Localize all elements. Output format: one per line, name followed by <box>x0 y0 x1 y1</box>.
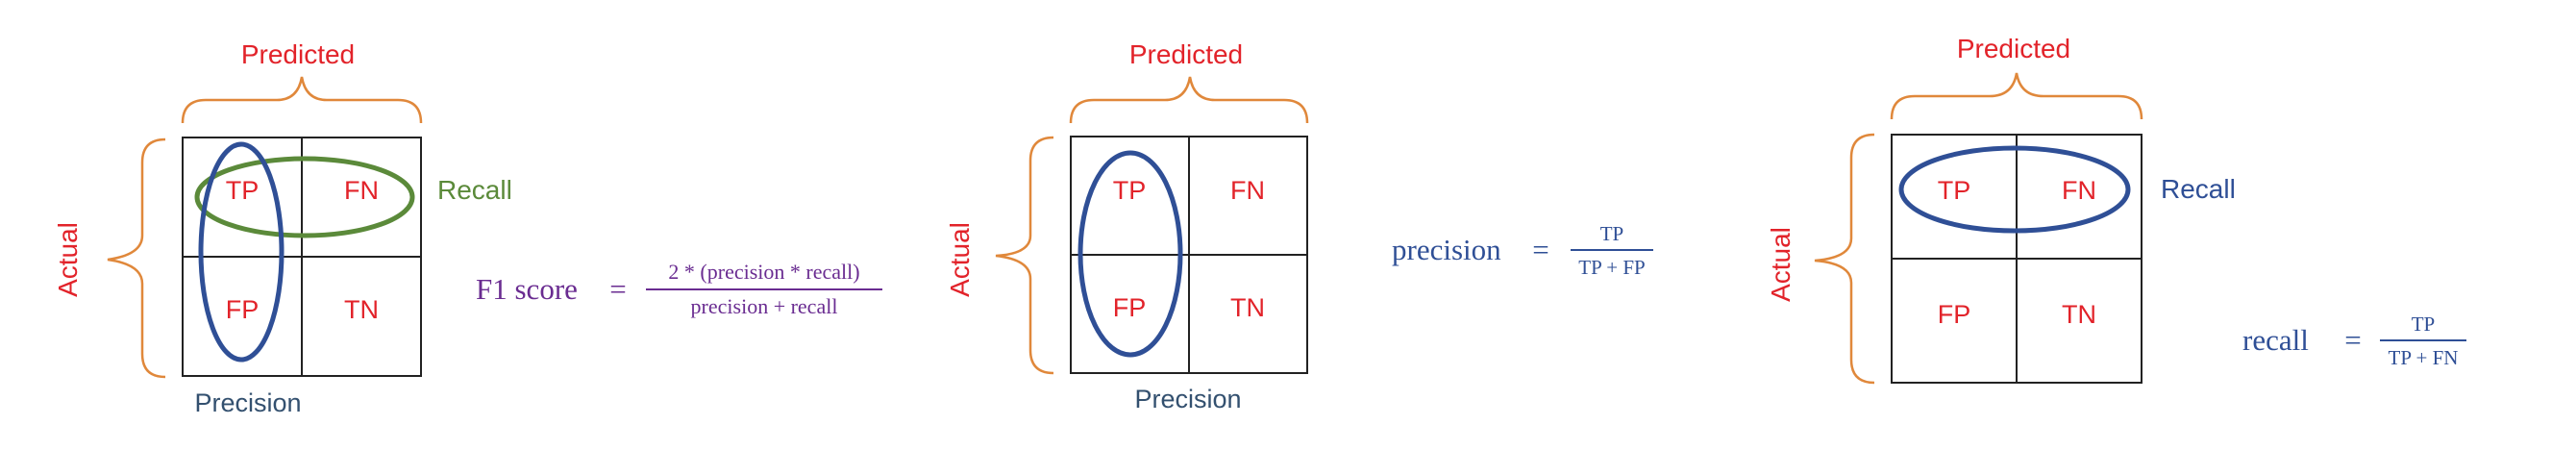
matrix-1-predicted-brace <box>181 76 423 124</box>
f1-formula-numerator: 2 * (precision * recall) <box>668 260 859 284</box>
f1-formula-lhs: F1 score <box>476 272 578 306</box>
matrix-3-recall-label: Recall <box>2161 174 2236 204</box>
recall-formula: recall = TP TP + FN <box>2242 312 2466 369</box>
matrix-3-cell-tp: TP <box>1938 176 1971 205</box>
matrix-1: Predicted Actual TP FN FP TN Recall Prec… <box>53 39 512 417</box>
matrix-1-recall-ellipse <box>194 156 415 238</box>
matrix-3-cell-tn: TN <box>2062 300 2096 329</box>
f1-formula-denominator: precision + recall <box>691 294 838 318</box>
matrix-3-predicted-label: Predicted <box>1957 34 2070 63</box>
matrix-1-cell-fn: FN <box>344 176 379 205</box>
matrix-2-predicted-brace <box>1069 76 1309 124</box>
recall-formula-lhs: recall <box>2242 323 2309 357</box>
matrix-3-actual-brace <box>1814 133 1875 385</box>
f1-formula-equals: = <box>609 272 626 306</box>
matrix-2-cell-tn: TN <box>1230 293 1265 322</box>
matrix-1-predicted-label: Predicted <box>241 39 355 69</box>
matrix-1-actual-brace <box>107 138 166 379</box>
precision-formula-denominator: TP + FP <box>1578 256 1645 279</box>
precision-formula-lhs: precision <box>1392 233 1501 266</box>
matrix-1-actual-label: Actual <box>53 222 83 297</box>
matrix-3: Predicted Actual TP FN FP TN Recall <box>1766 34 2236 385</box>
precision-formula: precision = TP TP + FP <box>1392 222 1653 279</box>
matrix-2-precision-label: Precision <box>1134 385 1241 413</box>
recall-formula-numerator: TP <box>2412 312 2436 336</box>
matrix-2-cell-tp: TP <box>1113 176 1147 205</box>
matrix-2-precision-ellipse <box>1077 150 1183 358</box>
matrix-3-recall-ellipse <box>1898 145 2131 234</box>
matrix-1-cell-fp: FP <box>226 295 260 324</box>
matrix-1-recall-label: Recall <box>437 175 512 205</box>
matrix-2-predicted-label: Predicted <box>1129 39 1243 69</box>
matrix-2-cell-fn: FN <box>1230 176 1265 205</box>
matrix-3-cell-fp: FP <box>1938 300 1971 329</box>
f1-formula: F1 score = 2 * (precision * recall) prec… <box>476 260 882 318</box>
matrix-2-actual-label: Actual <box>945 222 975 297</box>
matrix-3-predicted-brace <box>1890 72 2143 120</box>
matrix-1-cell-tn: TN <box>344 295 379 324</box>
matrix-2-actual-brace <box>995 136 1054 375</box>
precision-formula-equals: = <box>1532 233 1548 266</box>
matrix-2: Predicted Actual TP FN FP TN Precision <box>945 39 1309 413</box>
matrix-2-cell-fp: FP <box>1113 293 1147 322</box>
matrix-1-precision-label: Precision <box>194 388 301 417</box>
matrix-1-cell-tp: TP <box>226 176 260 205</box>
matrix-3-cell-fn: FN <box>2062 176 2096 205</box>
precision-formula-numerator: TP <box>1600 222 1624 245</box>
matrix-3-actual-label: Actual <box>1766 227 1796 302</box>
recall-formula-denominator: TP + FN <box>2389 346 2459 369</box>
recall-formula-equals: = <box>2344 323 2361 357</box>
matrix-1-precision-ellipse <box>198 141 285 362</box>
